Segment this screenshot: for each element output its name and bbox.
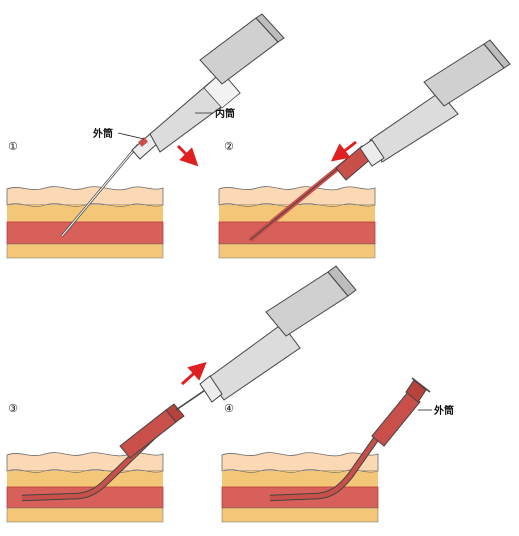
catheter-assembly-4 — [269, 377, 431, 502]
pull-direction-arrow-1 — [176, 144, 199, 167]
tissue-block-3 — [6, 452, 164, 523]
panel-step-1: ① — [6, 13, 285, 259]
inner-tube-label: 内筒 — [215, 107, 235, 120]
tissue-block-2 — [218, 186, 376, 259]
step-3-number: ③ — [8, 402, 18, 415]
catheter-assembly-2 — [248, 39, 511, 242]
tissue-block-1 — [6, 186, 164, 259]
panel-step-3: ③ — [6, 265, 357, 523]
withdraw-direction-arrow-3 — [181, 362, 207, 386]
catheter-assembly-1 — [61, 13, 285, 237]
outer-tube-step4-callout: 外筒 — [418, 404, 454, 417]
catheter-assembly-3 — [21, 265, 357, 502]
inner-tube-callout: 内筒 — [195, 107, 235, 120]
step-4-number: ④ — [224, 402, 234, 415]
outer-tube-callout: 外筒 — [92, 127, 145, 140]
outer-tube-step4-label: 外筒 — [433, 404, 454, 417]
panel-step-4: ④ 外筒 — [221, 377, 454, 523]
tissue-block-4 — [221, 452, 379, 523]
panel-step-2: ② — [218, 39, 511, 259]
outer-tube-label: 外筒 — [92, 127, 113, 140]
step-1-number: ① — [8, 140, 18, 153]
step-2-number: ② — [224, 140, 234, 153]
advance-direction-arrow-2 — [330, 140, 357, 162]
